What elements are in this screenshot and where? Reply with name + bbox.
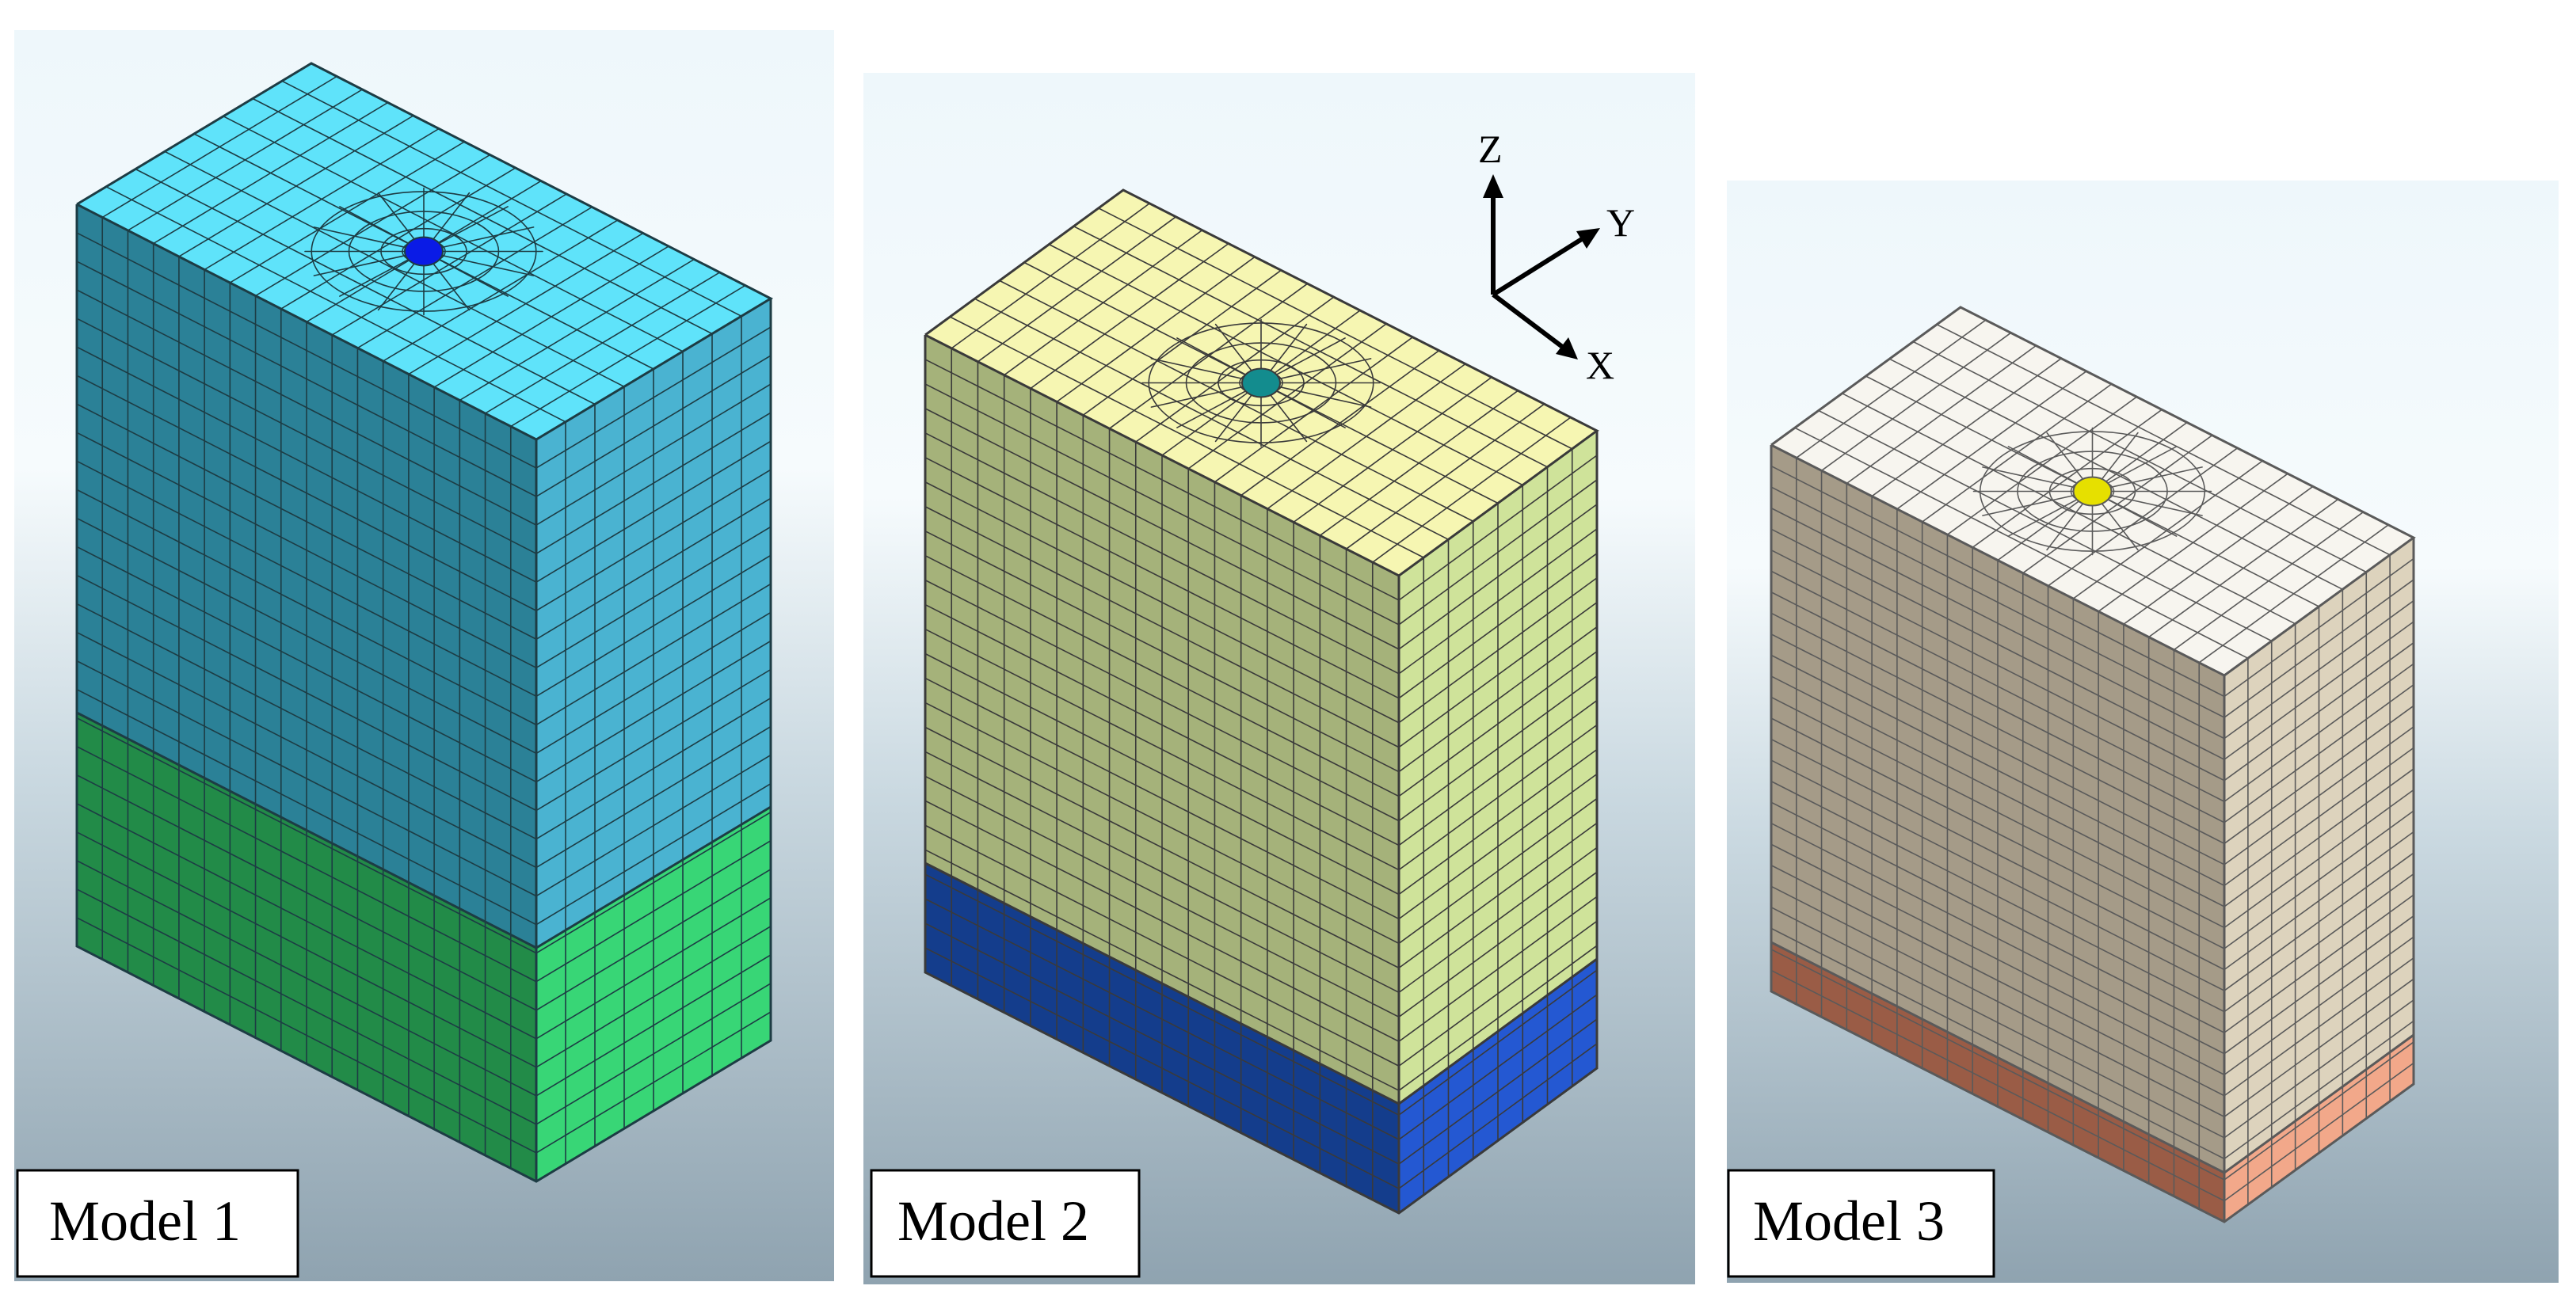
axes-triad: Z Y X (1478, 127, 1635, 387)
pile-head (404, 236, 444, 267)
mesh-grid (76, 75, 772, 1170)
model-3-label: Model 3 (1753, 1189, 1945, 1253)
model-1-label: Model 1 (49, 1189, 241, 1253)
y-arrow-icon (1576, 228, 1600, 249)
model-1-panel (14, 30, 834, 1281)
model-1-label-box: Model 1 (16, 1169, 299, 1278)
layer-interface (924, 862, 1598, 1105)
model-3-label-box: Model 3 (1727, 1169, 1995, 1278)
x-axis-label: X (1586, 343, 1614, 387)
z-axis-label: Z (1478, 127, 1503, 171)
pile-head (1241, 367, 1281, 398)
pile-head (2072, 476, 2113, 507)
z-arrow-icon (1483, 174, 1503, 198)
layer-interface (76, 711, 772, 949)
y-axis-label: Y (1606, 200, 1635, 245)
model-2-panel (863, 73, 1695, 1284)
mesh-grid (1770, 319, 2414, 1210)
layer-interface (1770, 941, 2414, 1174)
model-2-label: Model 2 (897, 1189, 1089, 1253)
x-arrow-icon (1556, 337, 1578, 359)
model-3-panel (1727, 181, 2559, 1283)
model-2-label-box: Model 2 (870, 1169, 1141, 1278)
